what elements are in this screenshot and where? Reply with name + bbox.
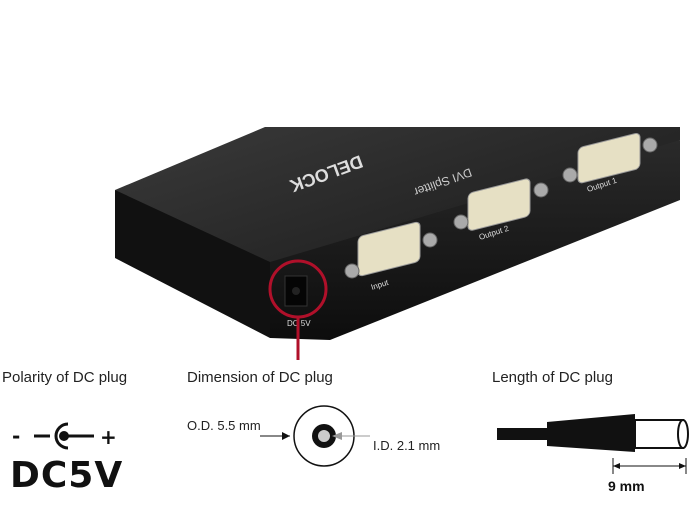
plug-tip — [634, 419, 684, 449]
plus-sign: + — [100, 425, 117, 449]
plug-body — [547, 414, 635, 452]
dvi-port-input — [344, 221, 438, 279]
polarity-symbol: - + — [12, 422, 117, 450]
inner-diameter-label: I.D. 2.1 mm — [373, 438, 441, 453]
device-end-face — [115, 190, 270, 338]
dimension-caption: Dimension of DC plug — [187, 369, 333, 386]
dvi-splitter-device: DELOCK DVI Splitter Input Output 2 Outpu… — [115, 127, 680, 360]
outer-diameter-label: O.D. 5.5 mm — [187, 418, 261, 433]
length-value: 9 mm — [608, 478, 645, 494]
plug-side-view — [497, 414, 689, 474]
dvi-port-output-1 — [562, 133, 658, 184]
minus-sign: - — [12, 424, 20, 448]
length-caption: Length of DC plug — [492, 369, 613, 386]
dvi-port-output-2 — [453, 178, 549, 231]
polarity-caption: Polarity of DC plug — [2, 369, 128, 386]
device-front-face — [270, 140, 680, 340]
plug-cross-section — [260, 405, 370, 467]
voltage-label: DC5V — [10, 455, 124, 496]
